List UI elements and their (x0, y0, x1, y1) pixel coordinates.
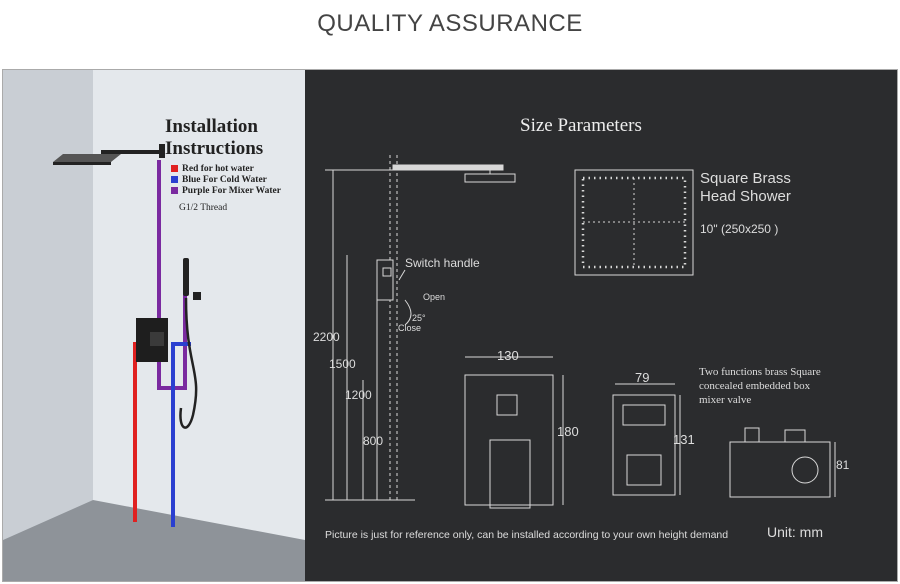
hand-shower (183, 258, 189, 296)
shower-arm-flange (159, 144, 165, 158)
valve-desc-line1: Two functions brass Square (699, 366, 821, 378)
blue-pipe-top (171, 342, 191, 346)
legend-item-cold: Blue For Cold Water (171, 174, 281, 185)
handle-lever (489, 439, 531, 509)
switch-box (376, 259, 394, 301)
rotation-arc (404, 299, 412, 326)
product-info-panel: Installation Instructions Red for hot wa… (2, 69, 898, 582)
shower-arm (101, 150, 163, 154)
height-800-label: 800 (363, 434, 384, 448)
valve-desc-line2: concealed embedded box (699, 380, 811, 392)
head-label-line1: Square Brass (700, 170, 791, 187)
size-parameters-diagram: Size Parameters (305, 70, 897, 581)
valve-outlet (791, 456, 819, 484)
side-wall (3, 70, 93, 540)
page-title: QUALITY ASSURANCE (317, 10, 583, 37)
angle-label: 25° (412, 313, 426, 323)
legend-item-mixer: Purple For Mixer Water (171, 185, 281, 196)
pipe-legend: Red for hot water Blue For Cold Water Pu… (171, 163, 281, 196)
embedded-box-side (729, 441, 831, 498)
thread-label: G1/2 Thread (179, 203, 228, 213)
installation-illustration: Installation Instructions Red for hot wa… (3, 70, 305, 581)
shower-arm-outline (392, 164, 504, 171)
plate-width-label: 130 (497, 348, 519, 363)
shower-hose (179, 297, 198, 429)
head-label-line2: Head Shower (700, 188, 791, 205)
height-1500-label: 1500 (329, 357, 356, 371)
height-1200-label: 1200 (345, 388, 372, 402)
dimension-drawing (325, 155, 836, 509)
floor (3, 500, 305, 581)
height-2200-label: 2200 (313, 330, 340, 344)
purple-pipe-hand (183, 280, 187, 390)
purple-swatch (171, 187, 178, 194)
handle-pointer (398, 269, 406, 281)
legend-item-hot: Red for hot water (171, 163, 281, 174)
shower-head (53, 154, 121, 162)
installation-title-line1: Installation (165, 116, 258, 137)
switch-handle-label: Switch handle (405, 256, 480, 270)
size-title: Size Parameters (520, 115, 642, 136)
head-top-view (574, 169, 694, 276)
valve-height-label: 81 (836, 458, 850, 472)
close-label: Close (398, 323, 422, 333)
valve-desc-line3: mixer valve (699, 394, 752, 406)
blue-pipe-down (171, 342, 175, 527)
bathroom-wall-drawing (3, 70, 305, 581)
reference-note: Picture is just for reference only, can … (325, 529, 729, 541)
open-label: Open (423, 292, 446, 302)
purple-pipe-riser (157, 160, 161, 390)
installation-title-line2: Instructions (165, 138, 264, 159)
red-pipe-down (133, 342, 137, 522)
embedded-box-front (612, 394, 676, 496)
installation-title: Installation Instructions (165, 116, 263, 160)
plate-height-label: 180 (557, 424, 579, 439)
hand-shower-holder (193, 292, 201, 300)
box-height-label: 131 (673, 432, 695, 447)
cover-plate (464, 374, 554, 506)
red-swatch (171, 165, 178, 172)
shower-head-outline (464, 173, 516, 183)
head-size-label: 10" (250x250 ) (700, 222, 779, 236)
back-wall (93, 70, 305, 540)
unit-label: Unit: mm (767, 524, 823, 540)
blue-swatch (171, 176, 178, 183)
box-width-label: 79 (635, 370, 650, 385)
